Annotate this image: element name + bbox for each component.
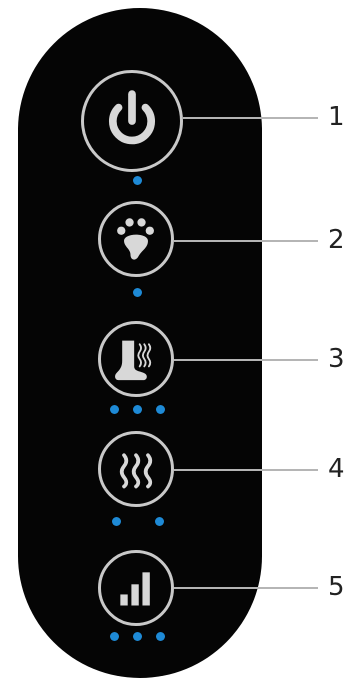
- indicator-dot: [133, 405, 142, 414]
- leader-line-4: [174, 469, 318, 471]
- control-panel: [18, 8, 262, 678]
- paw-icon: [117, 218, 154, 260]
- paw-button[interactable]: [98, 201, 174, 277]
- indicator-dot: [156, 405, 165, 414]
- indicator-dot: [133, 632, 142, 641]
- signal-bars-icon: [120, 572, 150, 606]
- indicator-dot: [110, 632, 119, 641]
- callout-5: 5: [328, 572, 345, 602]
- indicator-dot: [133, 176, 142, 185]
- boot-heat-button[interactable]: [98, 321, 174, 397]
- heat-button[interactable]: [98, 431, 174, 507]
- leader-line-3: [174, 359, 318, 361]
- leader-line-2: [174, 240, 318, 242]
- callout-2: 2: [328, 225, 345, 255]
- leader-line-1: [183, 117, 318, 119]
- power-button[interactable]: [81, 70, 183, 172]
- heat-waves-icon: [119, 453, 153, 489]
- callout-3: 3: [328, 344, 345, 374]
- level-button[interactable]: [98, 550, 174, 626]
- indicator-dot: [156, 632, 165, 641]
- indicator-dot: [155, 517, 164, 526]
- indicator-dot: [133, 288, 142, 297]
- indicator-dot: [112, 517, 121, 526]
- leader-line-5: [174, 587, 318, 589]
- callout-1: 1: [328, 102, 345, 132]
- indicator-dot: [110, 405, 119, 414]
- power-icon: [108, 90, 156, 145]
- boot-heat-icon: [115, 340, 152, 381]
- callout-4: 4: [328, 454, 345, 484]
